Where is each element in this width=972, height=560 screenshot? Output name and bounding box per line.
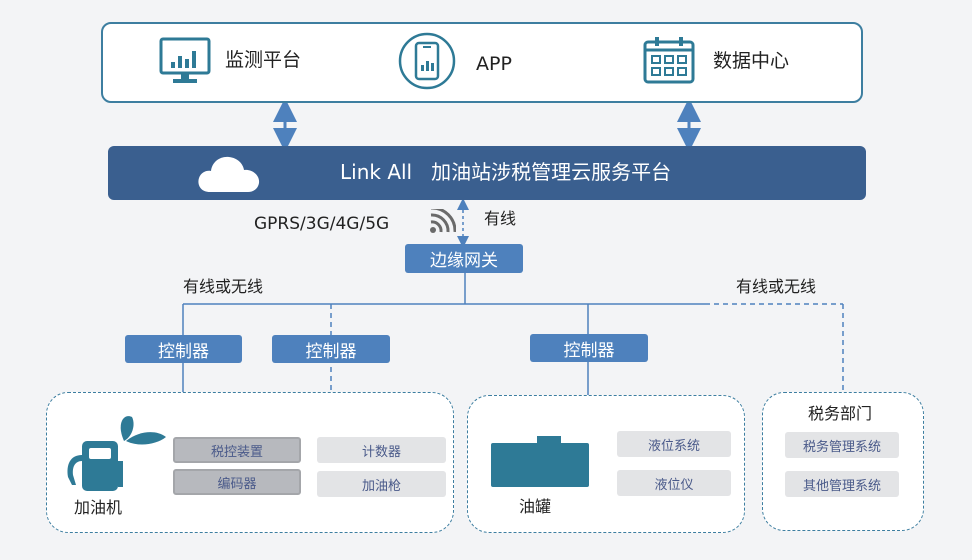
other-management-system-chip: 其他管理系统 <box>785 471 899 497</box>
controller-node-1: 控制器 <box>125 335 242 363</box>
edge-gateway-node: 边缘网关 <box>405 244 523 273</box>
top-platform-box <box>101 22 863 103</box>
tax-management-system-chip: 税务管理系统 <box>785 432 899 458</box>
calendar-icon <box>643 36 695 88</box>
wired-label: 有线 <box>484 209 517 228</box>
tax-department-title: 税务部门 <box>808 404 873 423</box>
oil-tank-icon <box>491 436 589 492</box>
tax-department-box <box>762 392 924 531</box>
monitor-platform-label: 监测平台 <box>225 49 302 71</box>
cloud-icon <box>196 152 262 198</box>
encoder-chip: 编码器 <box>173 469 301 495</box>
left-link-label: 有线或无线 <box>183 277 264 296</box>
oil-tank-label: 油罐 <box>519 497 552 516</box>
cloud-platform-title: Link All 加油站涉税管理云服务平台 <box>340 160 672 184</box>
wifi-signal-icon <box>428 206 457 239</box>
tax-control-device-chip: 税控装置 <box>173 437 301 463</box>
level-system-chip: 液位系统 <box>617 431 731 457</box>
wireless-protocols-label: GPRS/3G/4G/5G <box>254 214 390 234</box>
right-link-label: 有线或无线 <box>736 277 817 296</box>
controller-node-2: 控制器 <box>272 335 390 363</box>
app-phone-icon <box>398 32 456 94</box>
app-label: APP <box>476 53 512 75</box>
datacenter-label: 数据中心 <box>713 50 790 72</box>
counter-chip: 计数器 <box>317 437 446 463</box>
monitor-icon <box>159 37 211 89</box>
fuel-dispenser-icon <box>62 411 168 497</box>
level-gauge-chip: 液位仪 <box>617 470 731 496</box>
controller-node-3: 控制器 <box>530 334 648 362</box>
fuel-nozzle-chip: 加油枪 <box>317 471 446 497</box>
dispenser-label: 加油机 <box>74 498 123 517</box>
